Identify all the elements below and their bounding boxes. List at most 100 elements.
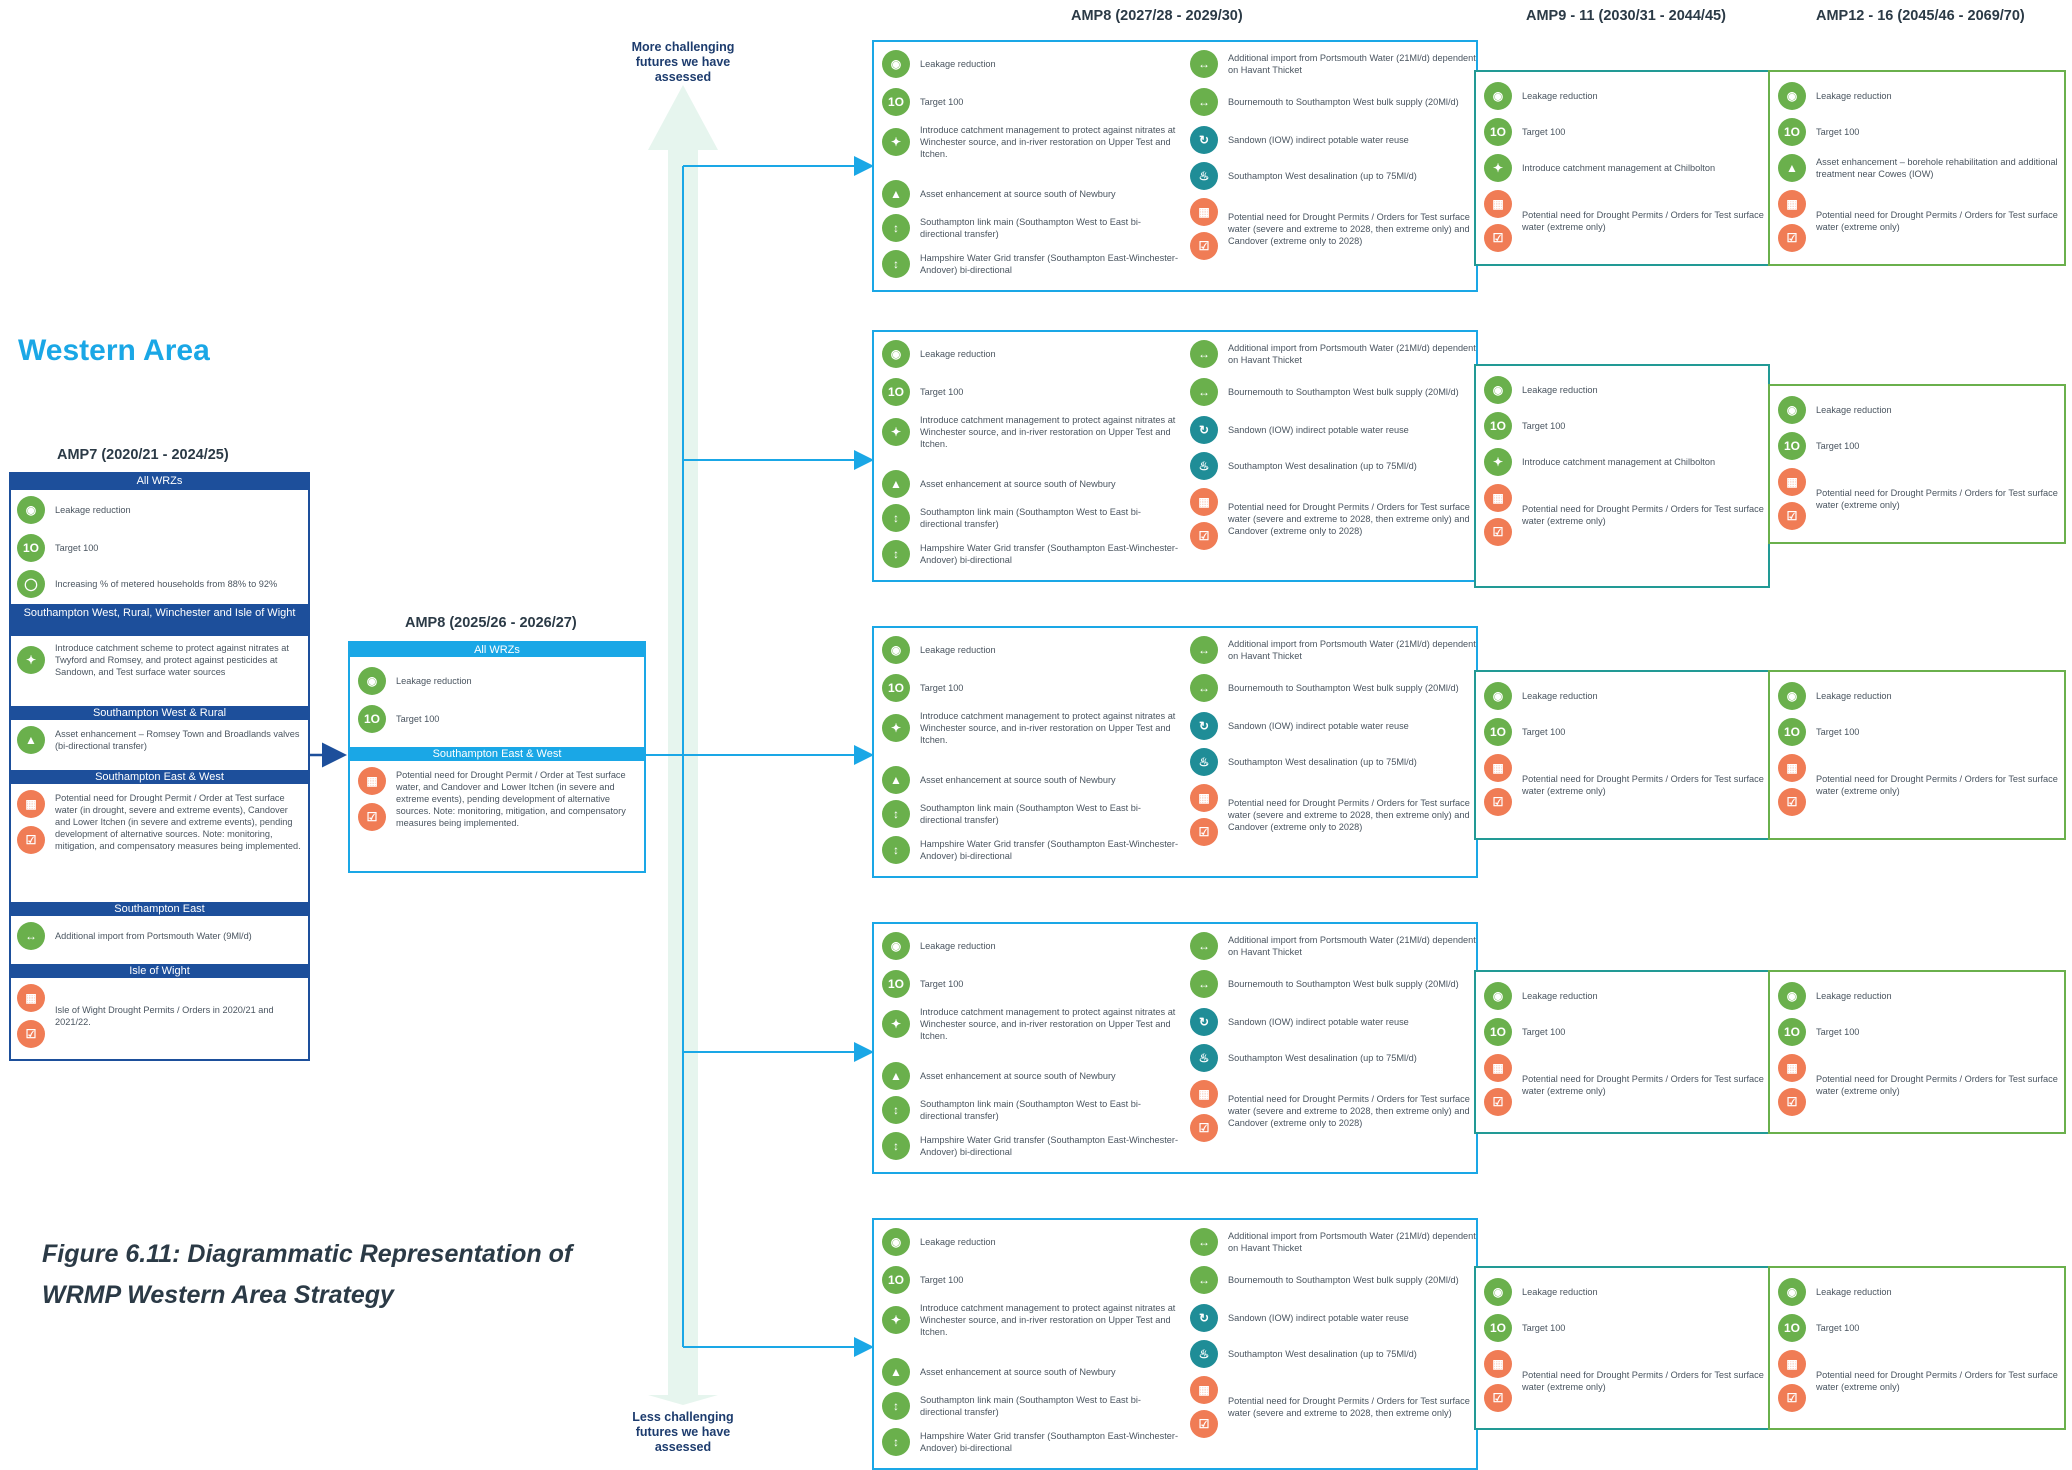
list-item: ✦ Introduce catchment management to prot… xyxy=(882,414,1182,450)
list-item: 1O Target 100 xyxy=(1778,432,2058,460)
column-header-amp12: AMP12 - 16 (2045/46 - 2069/70) xyxy=(1816,8,2025,24)
list-item: 1O Target 100 xyxy=(882,970,1182,998)
item-label: Potential need for Drought Permits / Ord… xyxy=(1816,210,2058,232)
list-item: ↻ Sandown (IOW) indirect potable water r… xyxy=(1190,416,1480,444)
desalination-icon: ♨ xyxy=(1190,1340,1218,1368)
target-100-icon: 1O xyxy=(1778,718,1806,746)
drought-order-icon: ☑ xyxy=(1190,1114,1218,1142)
leakage-icon: ◉ xyxy=(1484,376,1512,404)
amp12-panel: ◉ Leakage reduction 1O Target 100 ▦ ☑ Po… xyxy=(1768,384,2066,544)
borehole-icon: ▲ xyxy=(1778,154,1806,182)
catchment-icon: ✦ xyxy=(882,418,910,446)
list-item: ◉ Leakage reduction xyxy=(17,496,297,524)
item-label: Leakage reduction xyxy=(1816,1287,1892,1297)
desalination-icon: ♨ xyxy=(1190,1044,1218,1072)
drought-order-icon: ☑ xyxy=(17,826,45,854)
item-label: Target 100 xyxy=(1522,727,1566,737)
asset-icon: ▲ xyxy=(17,726,45,754)
item-label: Introduce catchment management to protec… xyxy=(920,125,1176,159)
item-label: Leakage reduction xyxy=(1522,91,1598,101)
leakage-icon: ◉ xyxy=(1778,682,1806,710)
item-label: Potential need for Drought Permits / Ord… xyxy=(1228,1094,1470,1128)
item-label: Potential need for Drought Permits / Ord… xyxy=(1522,504,1764,526)
desalination-icon: ♨ xyxy=(1190,162,1218,190)
column-header-amp7: AMP7 (2020/21 - 2024/25) xyxy=(57,447,229,463)
list-item: ◉ Leakage reduction xyxy=(1484,376,1764,404)
leakage-icon: ◉ xyxy=(882,340,910,368)
item-label: Leakage reduction xyxy=(1522,691,1598,701)
item-label: Target 100 xyxy=(1522,421,1566,431)
catchment-icon: ✦ xyxy=(1484,448,1512,476)
item-label: Introduce catchment management at Chilbo… xyxy=(1522,163,1716,173)
item-label: Additional import from Portsmouth Water … xyxy=(55,931,252,941)
list-item: ✦ Introduce catchment management to prot… xyxy=(882,710,1182,746)
catchment-icon: ✦ xyxy=(1484,154,1512,182)
list-item: ◉ Leakage reduction xyxy=(1484,82,1764,110)
list-item: ↔ Bournemouth to Southampton West bulk s… xyxy=(1190,88,1480,116)
section-bar-all-wrzs: All WRZs xyxy=(11,474,308,490)
item-label: Additional import from Portsmouth Water … xyxy=(1228,935,1476,957)
list-item: ↔ Additional import from Portsmouth Wate… xyxy=(1190,1228,1480,1256)
drought-permit-icon: ▦ xyxy=(1484,1054,1512,1082)
item-label: Introduce catchment scheme to protect ag… xyxy=(55,643,289,677)
item-label: Potential need for Drought Permits / Ord… xyxy=(1816,1074,2058,1096)
section-bar-isle-of-wight: Isle of Wight xyxy=(11,964,308,978)
amp8-long-panel: ◉ Leakage reduction 1O Target 100 ✦ Intr… xyxy=(872,1218,1478,1470)
item-label: Potential need for Drought Permit / Orde… xyxy=(55,793,301,851)
list-item: ↕ Southampton link main (Southampton Wes… xyxy=(882,1392,1182,1420)
item-label: Southampton link main (Southampton West … xyxy=(920,1099,1141,1121)
item-label: Potential need for Drought Permits / Ord… xyxy=(1522,210,1764,232)
leakage-icon: ◉ xyxy=(1778,982,1806,1010)
drought-order-icon: ☑ xyxy=(1484,518,1512,546)
target-100-icon: 1O xyxy=(1778,1314,1806,1342)
list-item: 1O Target 100 xyxy=(1484,718,1764,746)
item-label: Introduce catchment management to protec… xyxy=(920,1007,1176,1041)
list-item: ↕ Hampshire Water Grid transfer (Southam… xyxy=(882,250,1182,278)
item-label: Introduce catchment management to protec… xyxy=(920,1303,1176,1337)
list-item: ↕ Southampton link main (Southampton Wes… xyxy=(882,1096,1182,1124)
list-item: ↻ Sandown (IOW) indirect potable water r… xyxy=(1190,712,1480,740)
drought-permit-icon: ▦ xyxy=(358,767,386,795)
import-icon: ↔ xyxy=(1190,340,1218,368)
list-item: ▦ ☑ Potential need for Drought Permits /… xyxy=(1484,1054,1764,1116)
item-label: Target 100 xyxy=(1816,441,1860,451)
list-item: ↕ Southampton link main (Southampton Wes… xyxy=(882,800,1182,828)
list-item: ◉ Leakage reduction xyxy=(882,50,1182,78)
drought-order-icon: ☑ xyxy=(1484,1088,1512,1116)
drought-permit-icon: ▦ xyxy=(1190,784,1218,812)
list-item: ▦ ☑ Potential need for Drought Permits /… xyxy=(1190,784,1480,846)
less-challenging-label: Less challenging futures we have assesse… xyxy=(632,1410,734,1454)
list-item: ↔ Bournemouth to Southampton West bulk s… xyxy=(1190,1266,1480,1294)
list-item: ♨ Southampton West desalination (up to 7… xyxy=(1190,162,1480,190)
figure-caption: Figure 6.11: Diagrammatic Representation… xyxy=(42,1240,573,1309)
item-label: Southampton link main (Southampton West … xyxy=(920,1395,1141,1417)
item-label: Target 100 xyxy=(55,543,99,553)
list-item: 1O Target 100 xyxy=(1484,1018,1764,1046)
item-label: Leakage reduction xyxy=(920,349,996,359)
target-100-icon: 1O xyxy=(1778,118,1806,146)
list-item: ▦ ☑ Potential need for Drought Permits /… xyxy=(1484,190,1764,252)
item-label: Target 100 xyxy=(920,97,964,107)
section-bar-southampton-east: Southampton East xyxy=(11,902,308,916)
item-label: Target 100 xyxy=(1522,1027,1566,1037)
list-item: 1O Target 100 xyxy=(358,705,633,733)
list-item: 1O Target 100 xyxy=(1778,1018,2058,1046)
target-100-icon: 1O xyxy=(882,378,910,406)
bulk-supply-icon: ↔ xyxy=(1190,88,1218,116)
column-header-amp8-long: AMP8 (2027/28 - 2029/30) xyxy=(1071,8,1243,24)
target-100-icon: 1O xyxy=(17,534,45,562)
bulk-supply-icon: ↔ xyxy=(1190,970,1218,998)
target-100-icon: 1O xyxy=(882,88,910,116)
leakage-icon: ◉ xyxy=(1484,82,1512,110)
link-main-icon: ↕ xyxy=(882,214,910,242)
item-label: Leakage reduction xyxy=(1816,991,1892,1001)
asset-icon: ▲ xyxy=(882,1062,910,1090)
amp9-panel: ◉ Leakage reduction 1O Target 100 ✦ Intr… xyxy=(1474,364,1770,588)
drought-order-icon: ☑ xyxy=(1778,1088,1806,1116)
item-label: Target 100 xyxy=(920,979,964,989)
item-label: Asset enhancement – borehole rehabilitat… xyxy=(1816,157,2058,179)
item-label: Target 100 xyxy=(396,714,440,724)
link-main-icon: ↕ xyxy=(882,800,910,828)
drought-order-icon: ☑ xyxy=(1778,1384,1806,1412)
